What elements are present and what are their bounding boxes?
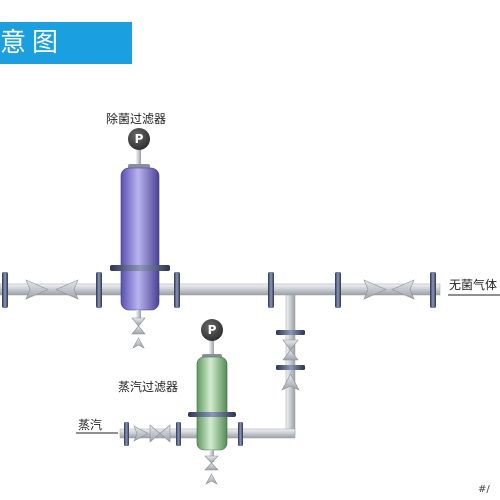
flange-3 [174,272,180,308]
header-title: 意图 [0,28,65,58]
steam-arrow-1 [133,425,149,442]
steam-gauge-stem [209,338,214,356]
steam-flange-3 [238,422,243,446]
flange-1 [2,272,8,308]
flange-4 [268,272,274,308]
sterile-filter-label: 除菌过滤器 [106,112,167,126]
flange-5 [335,272,341,308]
sterile-gas-label: 无菌气体 [449,278,498,292]
steam-filter-body [196,356,228,451]
steam-filter-label: 蒸汽过滤器 [118,380,179,394]
arrow-right-2 [363,279,387,300]
flange-6 [430,272,436,308]
steam-valve-left [149,424,161,443]
branch-flange-2 [276,365,305,370]
sterile-gauge-stem [136,148,141,168]
header-band: 意图 [0,22,132,64]
branch-flange-1 [276,330,305,335]
branch-valve-1-top [282,339,299,351]
steam-flange-1 [124,422,129,446]
sterile-drain-valve-top [131,317,146,327]
main-pipe [0,283,441,296]
sterile-drain-valve-bottom [131,325,146,335]
steam-filter-clamp [188,412,236,417]
steam-drain-valve-top [204,455,219,464]
steam-label: 蒸汽 [78,418,103,432]
corner-mark: #/ [478,484,490,495]
steam-flange-2 [176,422,181,446]
sterile-pressure-gauge-icon: P [128,128,150,150]
sterile-filter-body [120,167,160,311]
steam-valve-right [159,424,171,443]
arrow-right-1 [25,279,49,300]
branch-valve-1-bottom [282,349,299,361]
sterile-drain-arrow [132,337,145,349]
arrow-left-2 [391,279,415,300]
steam-drain-arrow [205,473,218,485]
arrow-left-1 [55,279,79,300]
sterile-filter-clamp [110,265,170,271]
sterile-filter-bottom-stem [136,310,141,324]
steam-pressure-gauge-icon: P [201,319,223,341]
branch-arrow-up [281,373,300,391]
steam-drain-valve-bottom [204,462,219,471]
flange-2 [96,272,102,308]
